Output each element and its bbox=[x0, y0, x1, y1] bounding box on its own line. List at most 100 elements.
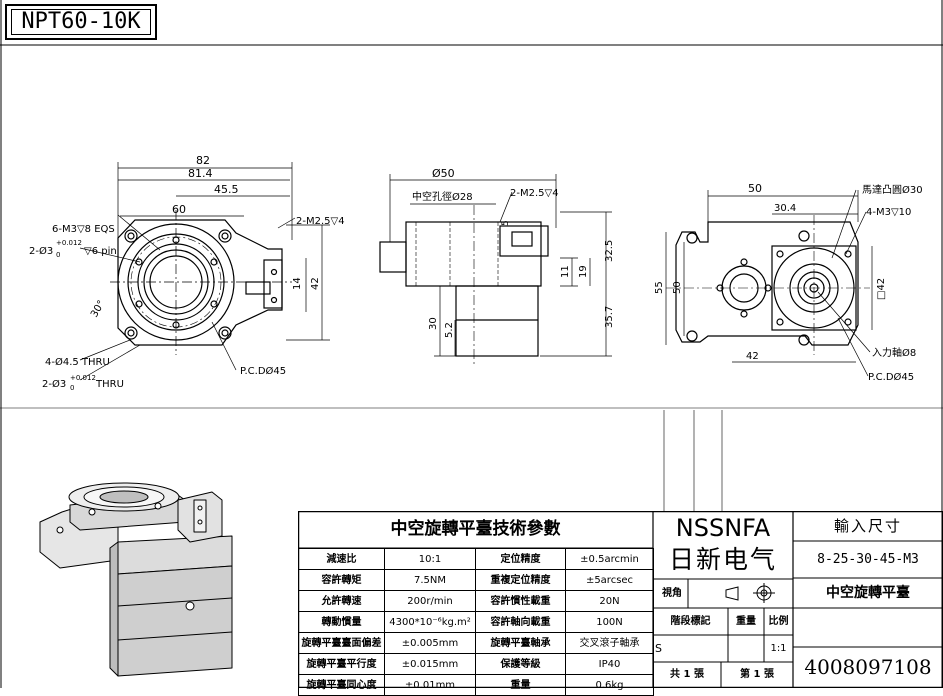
spec-param-value: IP40 bbox=[565, 653, 654, 675]
side-view bbox=[379, 205, 549, 365]
stage-label: 階段標記 bbox=[670, 616, 711, 627]
back-dim-50: 50 bbox=[748, 182, 762, 195]
side-dim-50: Ø50 bbox=[432, 167, 455, 180]
dim-14: 14 bbox=[292, 277, 303, 290]
spec-param-value: 10:1 bbox=[384, 548, 476, 570]
spec-param-value: ±0.5arcmin bbox=[565, 548, 654, 570]
model-number-box: NPT60-10K bbox=[5, 4, 157, 40]
side-dim-5: 5 bbox=[501, 220, 511, 226]
spec-param-value: ±0.005mm bbox=[384, 632, 476, 654]
back-dim-50-vertical: 50 bbox=[672, 281, 683, 294]
front-view bbox=[110, 210, 292, 355]
spec-param-value: 0.6kg bbox=[565, 674, 654, 696]
spec-param-label: 減速比 bbox=[298, 548, 385, 570]
spec-param-label: 定位精度 bbox=[475, 548, 566, 570]
spec-table-title: 中空旋轉平臺技術參數 bbox=[390, 519, 561, 539]
back-dim-42-square: □42 bbox=[876, 278, 887, 300]
note-tap-holes: 6-M3▽8 EQS bbox=[52, 224, 115, 235]
view-label: 視角 bbox=[662, 588, 682, 599]
note-pin-thru-tol-zero: 0 bbox=[70, 384, 74, 392]
spec-param-label: 旋轉平臺平行度 bbox=[298, 653, 385, 675]
product-name: 中空旋轉平臺 bbox=[826, 585, 910, 601]
spec-param-value: 100N bbox=[565, 611, 654, 633]
dim-42: 42 bbox=[310, 277, 321, 290]
note-pin-holes: 2-Ø3 bbox=[29, 245, 53, 257]
spec-param-label: 允許轉速 bbox=[298, 590, 385, 612]
phone-number: 4008097108 bbox=[804, 655, 932, 679]
spec-param-label: 容許轉矩 bbox=[298, 569, 385, 591]
note-thru-holes: 4-Ø4.5 THRU bbox=[45, 356, 110, 368]
spec-param-value: ±5arcsec bbox=[565, 569, 654, 591]
weight-label: 重量 bbox=[736, 616, 756, 627]
side-hollow-note: 中空孔徑Ø28 bbox=[412, 190, 473, 203]
note-side-tap: 2-M2.5▽4 bbox=[296, 216, 345, 227]
side-dim-35-7: 35.7 bbox=[604, 306, 615, 328]
side-dim-11: 11 bbox=[560, 265, 571, 278]
spec-param-value: 交叉滾子軸承 bbox=[565, 632, 654, 654]
side-dim-30: 30 bbox=[428, 317, 439, 330]
side-tap-note: 2-M2.5▽4 bbox=[510, 188, 559, 199]
spec-param-value: 20N bbox=[565, 590, 654, 612]
back-view bbox=[666, 215, 870, 355]
dim-45-5: 45.5 bbox=[214, 183, 239, 196]
scale-label: 比例 bbox=[768, 616, 789, 627]
note-pin-thru: 2-Ø3 bbox=[42, 378, 66, 390]
note-pin-depth: ▽6 pin bbox=[84, 246, 117, 257]
stage-value: S bbox=[655, 642, 662, 655]
third-angle-projection-icon bbox=[725, 583, 775, 603]
back-view-dimensions bbox=[665, 189, 873, 377]
back-dim-55: 55 bbox=[654, 281, 665, 294]
brand-english: NSSNFA bbox=[675, 514, 771, 542]
spec-param-value: 7.5NM bbox=[384, 569, 476, 591]
back-pcd: P.C.DØ45 bbox=[868, 371, 914, 383]
back-dim-42: 42 bbox=[746, 351, 759, 362]
spec-param-value: 200r/min bbox=[384, 590, 476, 612]
side-view-dimensions bbox=[389, 174, 612, 357]
back-motor-boss: 馬達凸圓Ø30 bbox=[862, 184, 923, 196]
note-pin-thru-suffix: THRU bbox=[95, 379, 124, 390]
spec-param-value: 4300*10⁻⁶kg.m² bbox=[384, 611, 476, 633]
note-pin-thru-tol: +0.012 bbox=[70, 374, 96, 382]
scale-value: 1:1 bbox=[770, 643, 787, 654]
model-number: NPT60-10K bbox=[11, 9, 151, 35]
spec-param-label: 保護等級 bbox=[475, 653, 566, 675]
angle-30: 30° bbox=[89, 299, 107, 320]
note-pcd-front: P.C.DØ45 bbox=[240, 365, 286, 377]
dim-60: 60 bbox=[172, 203, 186, 216]
note-pin-tol-zero: 0 bbox=[56, 251, 60, 259]
back-tap-note: 4-M3▽10 bbox=[866, 207, 911, 218]
spec-param-value: ±0.01mm bbox=[384, 674, 476, 696]
input-size-value: 8-25-30-45-M3 bbox=[817, 552, 919, 567]
input-size-label: 輸入尺寸 bbox=[833, 517, 902, 535]
spec-param-label: 容許軸向載重 bbox=[475, 611, 566, 633]
isometric-view bbox=[39, 482, 233, 677]
spec-param-label: 重量 bbox=[475, 674, 566, 696]
dim-81-4: 81.4 bbox=[188, 167, 213, 180]
dim-82: 82 bbox=[196, 154, 210, 167]
spec-param-label: 重複定位精度 bbox=[475, 569, 566, 591]
front-view-dimensions bbox=[79, 162, 330, 381]
back-dim-30-4: 30.4 bbox=[774, 203, 796, 214]
side-dim-19: 19 bbox=[578, 265, 589, 278]
spec-param-label: 旋轉平臺軸承 bbox=[475, 632, 566, 654]
note-pin-tol: +0.012 bbox=[56, 239, 82, 247]
sheet-number: 第 1 張 bbox=[740, 669, 774, 680]
side-dim-5-2: 5.2 bbox=[444, 322, 455, 338]
spec-param-label: 旋轉平臺同心度 bbox=[298, 674, 385, 696]
spec-param-label: 旋轉平臺臺面偏差 bbox=[298, 632, 385, 654]
spec-param-label: 轉動慣量 bbox=[298, 611, 385, 633]
spec-param-label: 容許慣性載重 bbox=[475, 590, 566, 612]
back-input-shaft: 入力軸Ø8 bbox=[872, 346, 916, 359]
side-dim-32-5: 32.5 bbox=[604, 240, 615, 262]
total-sheets: 共 1 張 bbox=[670, 669, 704, 680]
